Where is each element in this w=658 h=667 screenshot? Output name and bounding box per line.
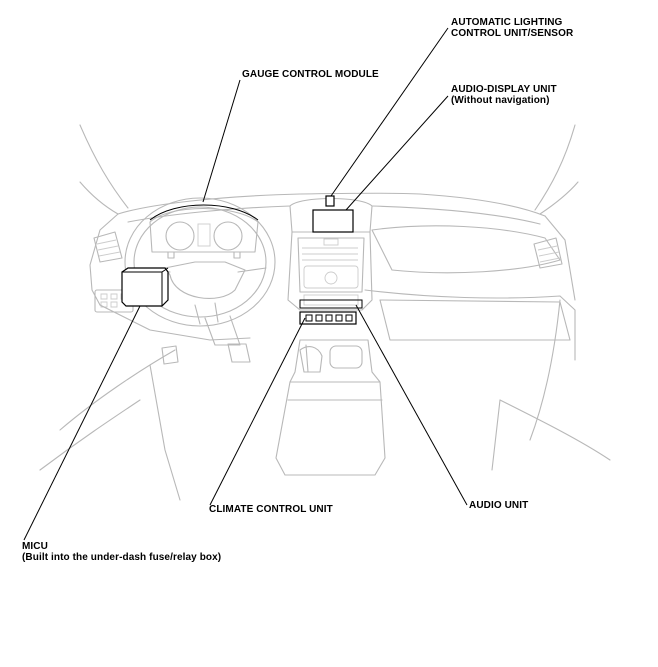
center-vents <box>302 247 358 261</box>
auto-lighting-label: AUTOMATIC LIGHTING CONTROL UNIT/SENSOR <box>451 17 573 39</box>
left-a-pillar-inner <box>79 181 119 215</box>
leader-audio-unit <box>355 304 468 506</box>
shift-boot <box>299 346 323 373</box>
auto-lighting-label-line2: CONTROL UNIT/SENSOR <box>451 28 574 39</box>
accelerator-pedal <box>161 345 179 365</box>
climate-control-unit-label: CLIMATE CONTROL UNIT <box>209 504 333 515</box>
cup-holder <box>329 345 363 369</box>
right-vent-slats <box>537 245 561 263</box>
climate-control-buttons <box>305 314 353 322</box>
micu-label-line2: (Built into the under-dash fuse/relay bo… <box>22 552 222 563</box>
steering-column <box>204 315 241 346</box>
auto-lighting-sensor <box>325 195 335 207</box>
dash-top-outline <box>117 192 546 217</box>
audio-display-label: AUDIO-DISPLAY UNIT (Without navigation) <box>451 84 557 106</box>
audio-knob <box>324 271 338 285</box>
left-floor-edge <box>149 364 181 501</box>
steering-spoke-right <box>237 267 267 273</box>
cluster-tab-left <box>167 251 175 259</box>
speedometer <box>213 221 243 251</box>
leader-audio-display <box>345 95 449 211</box>
dash-upper-line-right <box>371 205 541 225</box>
steering-hub <box>164 261 246 299</box>
leader-auto-lighting <box>330 27 449 197</box>
leader-climate-control <box>209 317 306 506</box>
gauge-control-module-label: GAUGE CONTROL MODULE <box>242 69 379 80</box>
left-vent-slats <box>96 239 121 257</box>
climate-control-unit <box>299 311 357 325</box>
glovebox <box>379 299 571 341</box>
audio-display-label-line1: AUDIO-DISPLAY UNIT <box>451 84 557 95</box>
leader-gauge-module <box>202 79 241 203</box>
center-stack-outline <box>287 231 373 311</box>
center-control-panel <box>303 265 359 289</box>
micu-box <box>121 267 169 307</box>
micu-label: MICU (Built into the under-dash fuse/rel… <box>22 541 221 563</box>
audio-unit-outline <box>299 299 363 309</box>
micu-box-edge <box>122 267 169 306</box>
right-dash-lower <box>364 289 576 361</box>
steering-wheel-outer <box>124 197 276 327</box>
right-a-pillar-inner <box>539 181 579 215</box>
audio-unit-label: AUDIO UNIT <box>469 500 529 511</box>
console-lower <box>275 381 386 476</box>
tachometer <box>165 221 195 251</box>
micu-label-line1: MICU <box>22 541 48 552</box>
left-knee-panel <box>99 304 251 341</box>
left-lower-trim <box>59 349 176 431</box>
cluster-tab-right <box>233 251 241 259</box>
right-dash-pad <box>371 225 561 274</box>
audio-display-unit <box>312 209 354 233</box>
auto-lighting-label-line1: AUTOMATIC LIGHTING <box>451 17 563 28</box>
cluster-hood <box>149 207 259 253</box>
right-kick-panel <box>499 399 611 461</box>
left-vent <box>93 231 123 263</box>
steering-wheel-inner <box>133 206 267 318</box>
right-dash-side <box>544 215 576 301</box>
gauge-control-module <box>149 204 259 221</box>
right-lower-trim <box>529 299 561 441</box>
center-stack-inner <box>297 237 365 293</box>
right-floor-edge <box>491 399 501 471</box>
center-hood <box>289 197 373 233</box>
left-kick-panel <box>39 399 141 471</box>
steering-spoke-bottom <box>194 302 219 325</box>
left-a-pillar <box>79 124 129 209</box>
right-vent <box>533 237 563 269</box>
leader-micu <box>23 305 141 541</box>
audio-display-label-line2: (Without navigation) <box>451 95 550 106</box>
hazard-button <box>323 238 339 246</box>
brake-pedal <box>227 343 251 363</box>
cluster-center-display <box>197 223 211 247</box>
shift-lever <box>305 344 309 373</box>
right-a-pillar <box>534 124 576 211</box>
